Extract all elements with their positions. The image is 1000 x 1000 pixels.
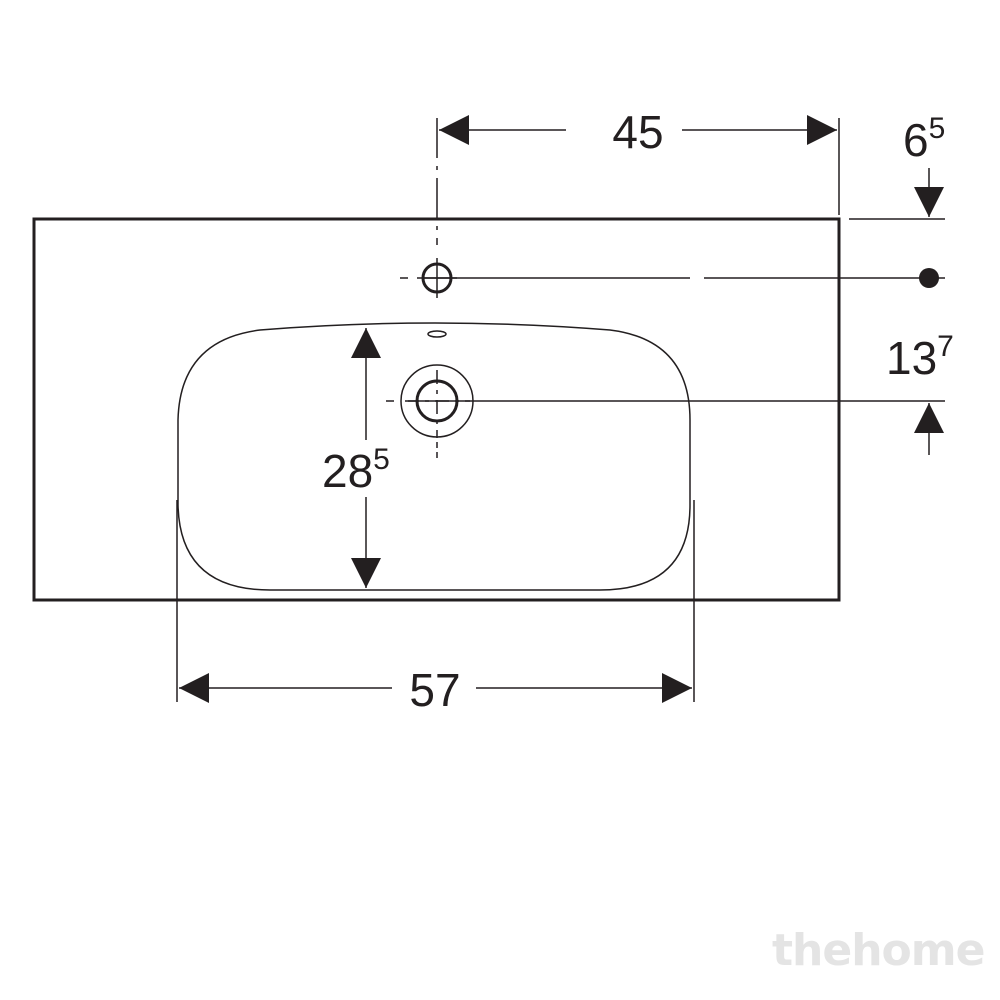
dim-label-13-7-sup: 7 [937, 330, 954, 363]
dim-label-6-5: 65 [903, 112, 945, 166]
dim-label-45: 45 [612, 106, 663, 158]
dim-label-6-5-main: 6 [903, 114, 929, 166]
basin-bowl-outline [177, 322, 691, 591]
overflow-slot [427, 330, 447, 338]
dim-label-28-5-main: 28 [322, 445, 373, 497]
dim-label-6-5-sup: 5 [929, 112, 946, 145]
dim-label-13-7-main: 13 [886, 332, 937, 384]
watermark-logo: thehome [772, 925, 985, 976]
dim-label-28-5: 285 [322, 443, 390, 497]
dim-label-13-7: 137 [886, 330, 954, 384]
dim-label-57: 57 [409, 664, 460, 716]
tap-position-dot [919, 268, 939, 288]
dim-label-28-5-sup: 5 [373, 443, 390, 476]
countertop-outline [32, 217, 841, 602]
dim-label-57-main: 57 [409, 664, 460, 716]
dim-label-45-main: 45 [612, 106, 663, 158]
